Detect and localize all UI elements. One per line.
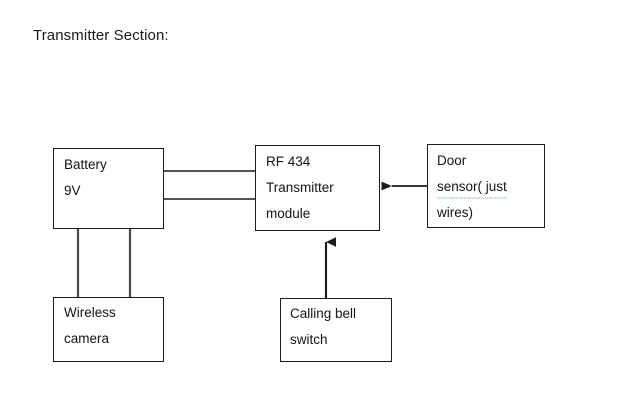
wireless-camera-block-label: Wireless camera	[64, 300, 116, 352]
door-label-line-1: Door	[437, 153, 467, 168]
rf-label-line-3: module	[266, 206, 311, 221]
door-sensor-block[interactable]	[427, 144, 545, 228]
calling-bell-switch-block-label: Calling bell switch	[290, 301, 356, 353]
page-title: Transmitter Section:	[33, 27, 169, 44]
rf-label-line-1: RF 434	[266, 154, 311, 169]
bell-label-line-1: Calling bell	[290, 306, 357, 321]
camera-label-line-1: Wireless	[64, 305, 116, 320]
battery-label-line-1: Battery	[64, 157, 107, 172]
camera-label-line-2: camera	[64, 331, 110, 346]
battery-block-label: Battery 9V	[64, 152, 107, 204]
misspelled-word: sensor( just	[437, 174, 507, 200]
rf-transmitter-block[interactable]	[255, 145, 380, 231]
door-label-line-2: sensor( just	[437, 174, 507, 200]
rf-transmitter-block-label: RF 434 Transmitter module	[266, 149, 334, 227]
battery-label-line-2: 9V	[64, 183, 81, 198]
bell-label-line-2: switch	[290, 332, 328, 347]
battery-block[interactable]	[53, 148, 164, 229]
door-sensor-block-label: Door sensor( just wires)	[437, 148, 507, 226]
calling-bell-switch-block[interactable]	[280, 298, 392, 362]
door-label-line-3: wires)	[437, 205, 473, 220]
rf-label-line-2: Transmitter	[266, 180, 334, 195]
wireless-camera-block[interactable]	[53, 297, 164, 362]
